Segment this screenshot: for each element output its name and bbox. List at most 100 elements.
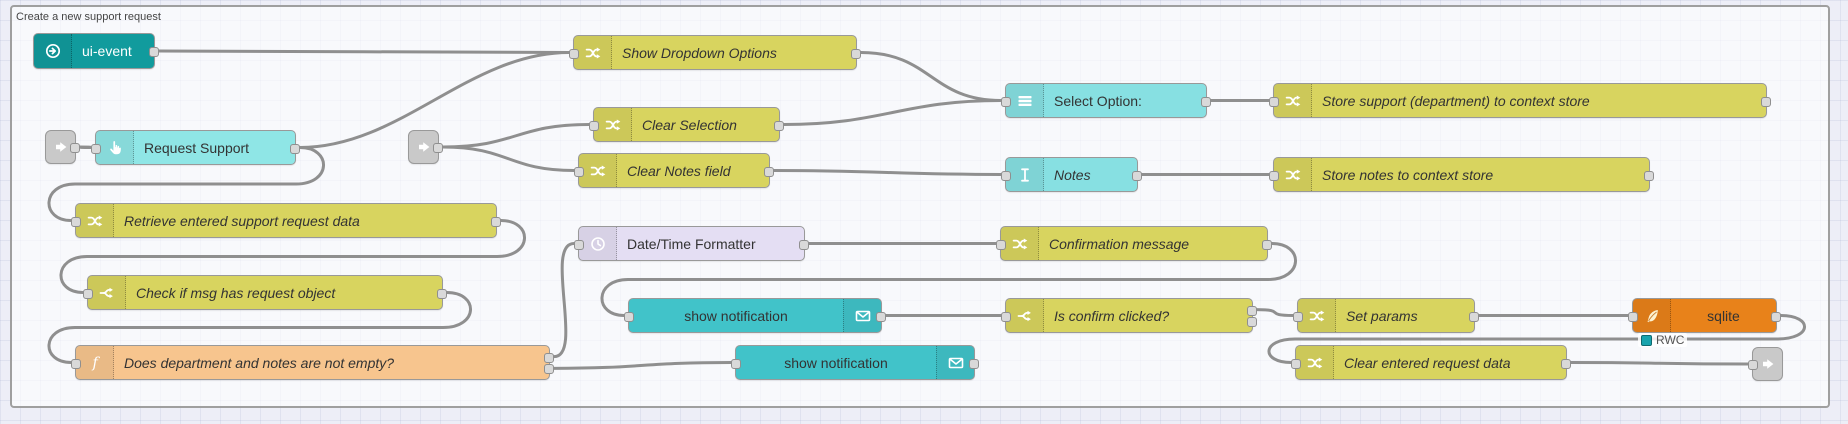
node-confirmation-message[interactable]: Confirmation message bbox=[996, 226, 1272, 261]
output-port[interactable] bbox=[876, 311, 886, 322]
input-port[interactable] bbox=[589, 120, 599, 131]
input-port[interactable] bbox=[996, 239, 1006, 250]
wire-ui-event-to-show-dropdown-options[interactable] bbox=[157, 49, 571, 54]
input-port[interactable] bbox=[1748, 360, 1758, 370]
input-port[interactable] bbox=[1001, 96, 1011, 107]
sqlite-status-badge: RWC bbox=[1638, 333, 1688, 347]
wire-clear-entered-to-link-out[interactable] bbox=[1569, 361, 1750, 366]
node-set-params[interactable]: Set params bbox=[1293, 298, 1479, 333]
input-port[interactable] bbox=[624, 311, 634, 322]
output-port[interactable] bbox=[1262, 239, 1272, 250]
shuffle-icon bbox=[605, 119, 620, 130]
node-label: Retrieve entered support request data bbox=[124, 212, 360, 229]
wire-retrieve-to-check-request[interactable] bbox=[59, 219, 526, 294]
node-clear-notes[interactable]: Clear Notes field bbox=[574, 153, 774, 188]
output-port[interactable] bbox=[799, 239, 809, 250]
output-port[interactable] bbox=[70, 143, 80, 153]
node-is-confirm-clicked[interactable]: Is confirm clicked? bbox=[1001, 298, 1257, 333]
shuffle-icon bbox=[76, 204, 114, 237]
input-port[interactable] bbox=[1628, 311, 1638, 322]
node-show-notification-1[interactable]: show notification bbox=[624, 298, 886, 333]
shuffle-icon bbox=[1298, 299, 1336, 332]
wire-link-in-2-to-clear-notes[interactable] bbox=[441, 145, 576, 172]
output-port[interactable] bbox=[290, 143, 300, 154]
shuffle-icon bbox=[1285, 95, 1300, 106]
output-port[interactable] bbox=[437, 288, 447, 299]
node-show-dropdown-options[interactable]: Show Dropdown Options bbox=[569, 35, 861, 70]
wire-request-support-to-retrieve[interactable] bbox=[47, 146, 325, 222]
output-port[interactable] bbox=[1247, 305, 1257, 316]
node-label: Set params bbox=[1346, 307, 1418, 324]
input-port[interactable] bbox=[71, 216, 81, 227]
output-port[interactable] bbox=[774, 120, 784, 131]
node-link-out[interactable] bbox=[1748, 347, 1783, 381]
node-ui-event[interactable]: ui-event bbox=[33, 33, 159, 69]
output-port[interactable] bbox=[764, 166, 774, 177]
input-port[interactable] bbox=[1269, 96, 1279, 107]
wire-show-dropdown-options-to-select-option[interactable] bbox=[859, 51, 1003, 102]
shuffle-icon bbox=[1274, 84, 1312, 117]
output-port[interactable] bbox=[1561, 358, 1571, 369]
node-notes[interactable]: Notes bbox=[1001, 157, 1142, 192]
output-port[interactable] bbox=[149, 47, 159, 57]
wire-is-confirm-clicked-to-set-params[interactable] bbox=[1255, 308, 1295, 317]
node-request-support[interactable]: Request Support bbox=[91, 130, 300, 165]
wire-request-support-to-show-dropdown-options[interactable] bbox=[298, 51, 571, 149]
wire-link-in-1-to-request-support[interactable] bbox=[78, 145, 93, 149]
node-datetime-formatter[interactable]: Date/Time Formatter bbox=[574, 226, 809, 261]
output-port[interactable] bbox=[1644, 170, 1654, 181]
fork-icon bbox=[99, 287, 113, 298]
output-port[interactable] bbox=[433, 143, 443, 153]
wire-does-not-empty-to-datetime-formatter[interactable] bbox=[552, 242, 576, 359]
output-port[interactable] bbox=[1771, 311, 1781, 322]
wire-clear-selection-to-select-option[interactable] bbox=[782, 99, 1003, 126]
output-port[interactable] bbox=[544, 364, 554, 375]
node-label: sqlite bbox=[1707, 307, 1740, 324]
node-clear-selection[interactable]: Clear Selection bbox=[589, 107, 784, 142]
node-check-request[interactable]: Check if msg has request object bbox=[83, 275, 447, 310]
input-port[interactable] bbox=[71, 358, 81, 369]
node-retrieve[interactable]: Retrieve entered support request data bbox=[71, 203, 501, 238]
status-text: RWC bbox=[1656, 333, 1685, 347]
output-port[interactable] bbox=[1201, 96, 1211, 107]
input-port[interactable] bbox=[1269, 170, 1279, 181]
wire-confirmation-message-to-show-notification-1[interactable] bbox=[600, 242, 1297, 317]
output-port[interactable] bbox=[969, 358, 979, 369]
output-port[interactable] bbox=[851, 48, 861, 59]
node-store-notes[interactable]: Store notes to context store bbox=[1269, 157, 1654, 192]
input-port[interactable] bbox=[83, 288, 93, 299]
hamburger-icon bbox=[1018, 95, 1031, 106]
input-port[interactable] bbox=[574, 239, 584, 250]
status-square-icon bbox=[1641, 334, 1652, 346]
node-store-support[interactable]: Store support (department) to context st… bbox=[1269, 83, 1771, 118]
output-port[interactable] bbox=[1247, 317, 1257, 328]
shuffle-icon bbox=[594, 108, 632, 141]
wire-sqlite-to-clear-entered[interactable] bbox=[1267, 314, 1806, 364]
node-link-in-1[interactable] bbox=[45, 130, 80, 164]
wire-does-not-empty-to-show-notification-2[interactable] bbox=[552, 361, 733, 370]
input-port[interactable] bbox=[1001, 170, 1011, 181]
output-port[interactable] bbox=[544, 352, 554, 363]
node-label: Notes bbox=[1054, 166, 1091, 183]
wire-check-request-to-does-not-empty[interactable] bbox=[47, 291, 472, 364]
wire-clear-notes-to-notes[interactable] bbox=[772, 169, 1003, 176]
node-select-option[interactable]: Select Option: bbox=[1001, 83, 1211, 118]
wire-link-in-2-to-clear-selection[interactable] bbox=[441, 123, 591, 149]
input-port[interactable] bbox=[1001, 311, 1011, 322]
output-port[interactable] bbox=[1761, 96, 1771, 107]
output-port[interactable] bbox=[1469, 311, 1479, 322]
input-port[interactable] bbox=[574, 166, 584, 177]
input-port[interactable] bbox=[1293, 311, 1303, 322]
output-port[interactable] bbox=[1132, 170, 1142, 181]
node-show-notification-2[interactable]: show notification bbox=[731, 345, 979, 380]
node-clear-entered[interactable]: Clear entered request data bbox=[1291, 345, 1571, 380]
output-port[interactable] bbox=[491, 216, 501, 227]
input-port[interactable] bbox=[91, 143, 101, 154]
input-port[interactable] bbox=[1291, 358, 1301, 369]
input-port[interactable] bbox=[731, 358, 741, 369]
node-link-in-2[interactable] bbox=[408, 130, 443, 164]
node-sqlite[interactable]: sqlite bbox=[1628, 298, 1781, 333]
input-port[interactable] bbox=[569, 48, 579, 59]
